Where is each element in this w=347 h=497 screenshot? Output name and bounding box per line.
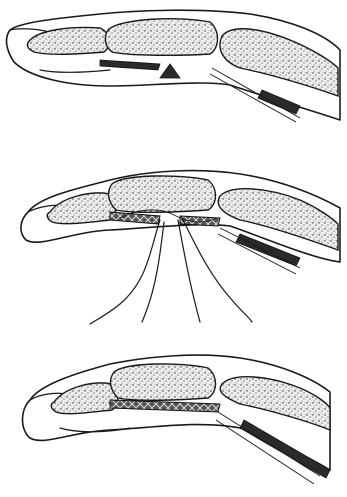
- suture-strand-4: [182, 218, 252, 322]
- suture-strand-3: [178, 220, 200, 322]
- middle-phalanx-2: [109, 176, 216, 212]
- suture-strand-1: [90, 220, 160, 324]
- tendon-proximal-segment-2: [180, 216, 220, 226]
- panel-3-finger: [23, 355, 331, 484]
- middle-phalanx-3: [111, 364, 216, 400]
- suture-strand-2: [142, 222, 164, 322]
- panel-1-finger: [7, 10, 340, 122]
- middle-phalanx-1: [105, 19, 217, 56]
- panel-2-finger: [21, 171, 340, 324]
